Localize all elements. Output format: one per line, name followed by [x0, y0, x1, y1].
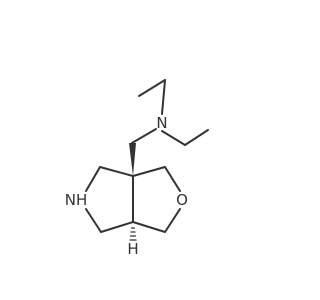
bond-ethyl2-ch2-ch3	[184, 129, 209, 146]
hashed-wedge-bond-h	[129, 227, 137, 241]
atom-label-amine-n: N	[156, 114, 167, 132]
atom-label-stereo-h: H	[127, 240, 138, 258]
bond-ethyl1-ch3-ch2	[138, 79, 166, 97]
bond-c3a-c3	[99, 166, 134, 177]
bond-c3a-c4	[132, 166, 166, 177]
bond-n-methylene	[131, 128, 157, 144]
bond-c6-c6a	[132, 221, 166, 233]
bond-n-ethyl2-ch2	[161, 130, 186, 146]
bond-c4-o	[164, 166, 181, 192]
atom-label-ring-nh: NH	[65, 191, 88, 209]
wedge-bond-bridgehead-methylene	[129, 143, 136, 176]
molecule-diagram: N NH O H	[65, 79, 209, 258]
bond-c3-n2	[85, 166, 101, 192]
bond-n2-c1	[85, 208, 102, 233]
atom-label-ring-o: O	[176, 191, 188, 209]
bond-ethyl1-ch2-n	[161, 79, 166, 115]
structure-canvas: N NH O H	[65, 79, 209, 258]
bond-o-c6	[164, 208, 181, 233]
bond-c1-c6a	[100, 221, 134, 233]
